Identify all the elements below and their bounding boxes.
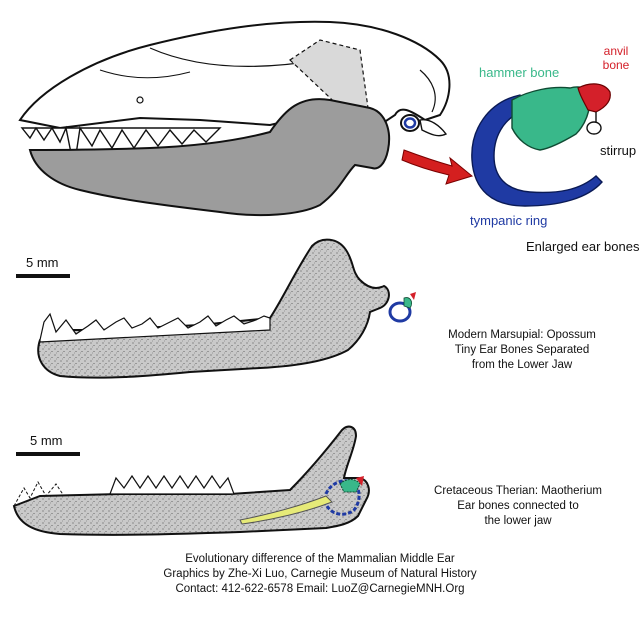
footer-credit: Graphics by Zhe-Xi Luo, Carnegie Museum … xyxy=(163,568,477,580)
label-enlarged-ear-bones: Enlarged ear bones xyxy=(526,239,640,254)
skull-nasal-line xyxy=(99,69,191,79)
maotherium-jaw-shape xyxy=(12,425,370,536)
opossum-jaw xyxy=(37,238,416,379)
caption-maotherium-line3: the lower jaw xyxy=(484,515,552,527)
caption-opossum-line1: Modern Marsupial: Opossum xyxy=(448,329,596,341)
maotherium-ear-ring xyxy=(324,479,361,516)
tympanic-ring-shape xyxy=(471,94,603,207)
label-stirrup: stirrup xyxy=(600,143,637,158)
skull-foramen xyxy=(136,96,144,104)
skull-cranium xyxy=(18,20,451,130)
scale-label-2: 5 mm xyxy=(30,433,63,448)
footer-title: Evolutionary difference of the Mammalian… xyxy=(185,553,455,565)
stirrup-bone-shape xyxy=(586,121,602,135)
opossum-skull xyxy=(18,20,451,217)
maotherium-jaw xyxy=(12,425,370,536)
enlarged-ear-bones xyxy=(471,83,611,207)
label-anvil-line2: bone xyxy=(602,58,630,72)
anvil-bone-shape xyxy=(577,83,611,113)
label-tympanic-ring: tympanic ring xyxy=(470,213,548,228)
opossum-jaw-shape xyxy=(37,238,390,379)
opossum-tiny-ear-ring xyxy=(388,301,412,323)
caption-maotherium-line2: Ear bones connected to xyxy=(457,500,579,512)
caption-maotherium-line1: Cretaceous Therian: Maotherium xyxy=(434,485,602,497)
hammer-bone-shape xyxy=(511,86,593,151)
credit-footer: Evolutionary difference of the Mammalian… xyxy=(120,552,520,597)
caption-opossum-line2: Tiny Ear Bones Separated xyxy=(454,344,590,356)
label-anvil-bone: anvil bone xyxy=(596,44,636,72)
skull-mandible xyxy=(28,98,390,217)
maotherium-ear-hammer xyxy=(339,479,361,493)
skull-ear-opening xyxy=(400,114,420,132)
label-hammer-bone: hammer bone xyxy=(479,65,560,80)
caption-maotherium: Cretaceous Therian: Maotherium Ear bones… xyxy=(388,484,640,529)
maotherium-ear-anvil xyxy=(356,476,364,486)
label-anvil-line1: anvil xyxy=(603,44,629,58)
maotherium-incisor-outline xyxy=(13,480,65,507)
pointer-arrow xyxy=(401,149,474,185)
opossum-tiny-hammer xyxy=(403,297,412,309)
maotherium-meckel-cartilage xyxy=(239,495,333,525)
maotherium-teeth xyxy=(109,474,235,495)
footer-contact: Contact: 412-622-6578 Email: LuoZ@Carneg… xyxy=(175,583,465,595)
caption-opossum: Modern Marsupial: Opossum Tiny Ear Bones… xyxy=(392,328,640,373)
opossum-teeth xyxy=(39,312,271,343)
opossum-tiny-anvil xyxy=(410,292,416,300)
skull-upper-teeth xyxy=(20,125,222,169)
scale-label-1: 5 mm xyxy=(26,255,59,270)
caption-opossum-line3: from the Lower Jaw xyxy=(471,359,573,371)
